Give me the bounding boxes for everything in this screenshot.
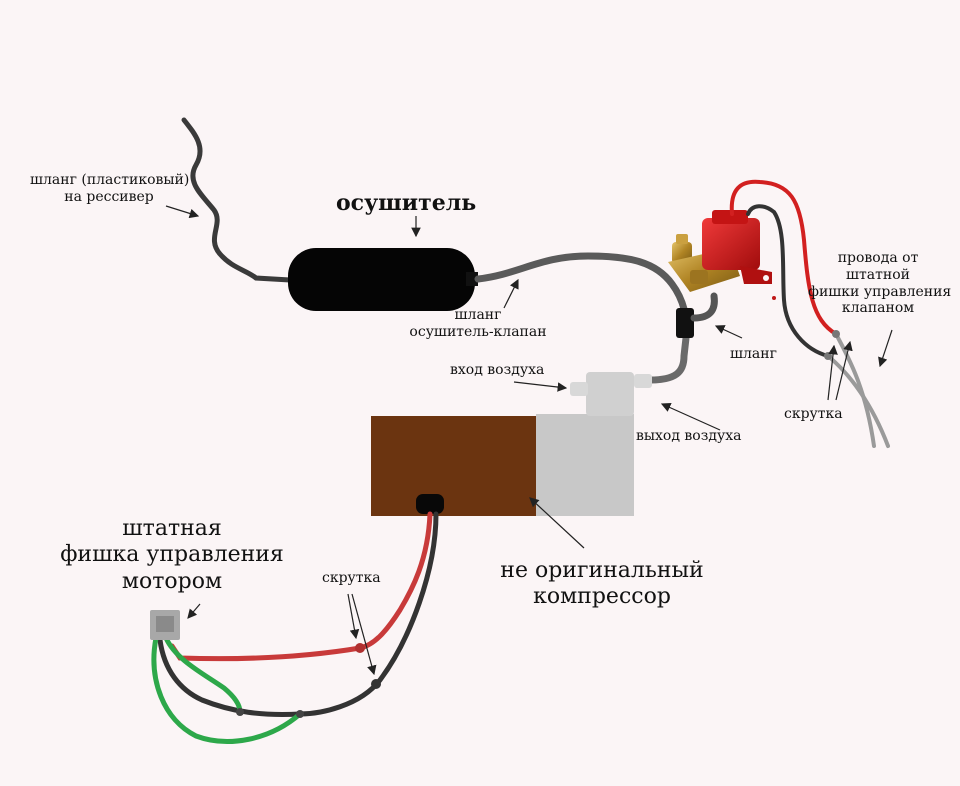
arrow-twist-left-1: [347, 593, 360, 640]
motor-wire-green-2: [151, 635, 303, 744]
compressor-wire-red: [169, 511, 433, 662]
compressor-wire-black: [157, 511, 439, 717]
compressor-connector: [416, 494, 444, 514]
solenoid-valve: [668, 210, 776, 300]
compressor-twist-joint-black: [371, 679, 381, 689]
arrow-hose: [714, 325, 743, 339]
tee-fitting: [676, 308, 694, 338]
arrow-motor-connector: [187, 603, 201, 619]
label-valve-wires-line3: фишки управления: [808, 283, 952, 300]
label-motor-connector-line2: фишка управления: [60, 542, 284, 568]
label-hose-dryer-valve-line2: осушитель-клапан: [409, 323, 547, 340]
motor-twist-joint-2: [296, 710, 304, 718]
label-dryer: осушитель: [336, 190, 477, 216]
label-valve-wires-line4: клапаном: [841, 300, 915, 317]
label-compressor-line1: не оригинальный: [500, 558, 704, 583]
motor-connector-inner: [156, 616, 174, 632]
label-motor-connector-line1: штатная: [122, 516, 222, 541]
valve-wire-red: [729, 179, 838, 336]
arrow-twist-right-2: [835, 340, 853, 401]
motor-twist-joint-1: [236, 708, 244, 716]
label-valve-wires-line1: провода от: [837, 250, 919, 266]
label-air-inlet: вход воздуха: [450, 362, 545, 378]
hose-dryer-valve: [474, 252, 690, 338]
arrow-hose-plastic: [165, 205, 200, 219]
compressor-twist-joint-red: [355, 643, 365, 653]
label-hose: шланг: [730, 346, 777, 362]
label-twist-right: скрутка: [784, 406, 843, 422]
label-valve-wires-line2: штатной: [846, 266, 910, 283]
label-motor-connector: штатная фишка управления мотором: [54, 516, 290, 595]
label-compressor: не оригинальный компрессор: [496, 558, 708, 611]
arrow-hose-dryer-valve: [503, 278, 519, 309]
hose-to-receiver: [181, 117, 293, 283]
arrow-air-outlet: [660, 403, 721, 431]
compressor-head: [536, 414, 634, 516]
compressor-motor: [371, 416, 537, 516]
motor-wire-green-1: [163, 635, 243, 715]
compressor-cylinder: [586, 372, 634, 416]
arrow-valve-wires: [878, 329, 893, 368]
label-hose-plastic-line2: на рессивер: [64, 188, 154, 205]
arrow-compressor: [529, 497, 585, 549]
label-air-outlet: выход воздуха: [636, 428, 742, 444]
valve-wire-grey-2: [826, 354, 890, 448]
label-valve-wires: провода от штатной фишки управления клап…: [808, 250, 952, 317]
label-hose-dryer-valve: шланг осушитель-клапан: [408, 307, 548, 341]
label-twist-left: скрутка: [322, 570, 381, 586]
arrow-air-inlet: [513, 381, 568, 392]
valve-wire-grey-1: [834, 332, 876, 448]
label-hose-dryer-valve-line1: шланг: [454, 307, 502, 323]
dryer-body: [288, 248, 475, 311]
compressor-outlet-fitting: [634, 374, 652, 388]
label-hose-plastic-line1: шланг (пластиковый): [30, 172, 190, 188]
arrow-twist-right-1: [827, 344, 838, 401]
label-motor-connector-line3: мотором: [121, 568, 223, 594]
label-hose-plastic: шланг (пластиковый) на рессивер: [30, 172, 190, 206]
dryer-outlet-fitting: [466, 272, 478, 286]
hose-compressor-valve: [646, 334, 690, 384]
label-compressor-line2: компрессор: [533, 584, 671, 610]
valve-twist-joint-2: [824, 352, 832, 360]
hose-tee-to-valve: [690, 292, 718, 322]
compressor-inlet-fitting: [570, 382, 588, 396]
valve-twist-joint-1: [832, 330, 840, 338]
arrow-twist-left-2: [351, 593, 377, 676]
valve-wire-black: [746, 204, 830, 358]
